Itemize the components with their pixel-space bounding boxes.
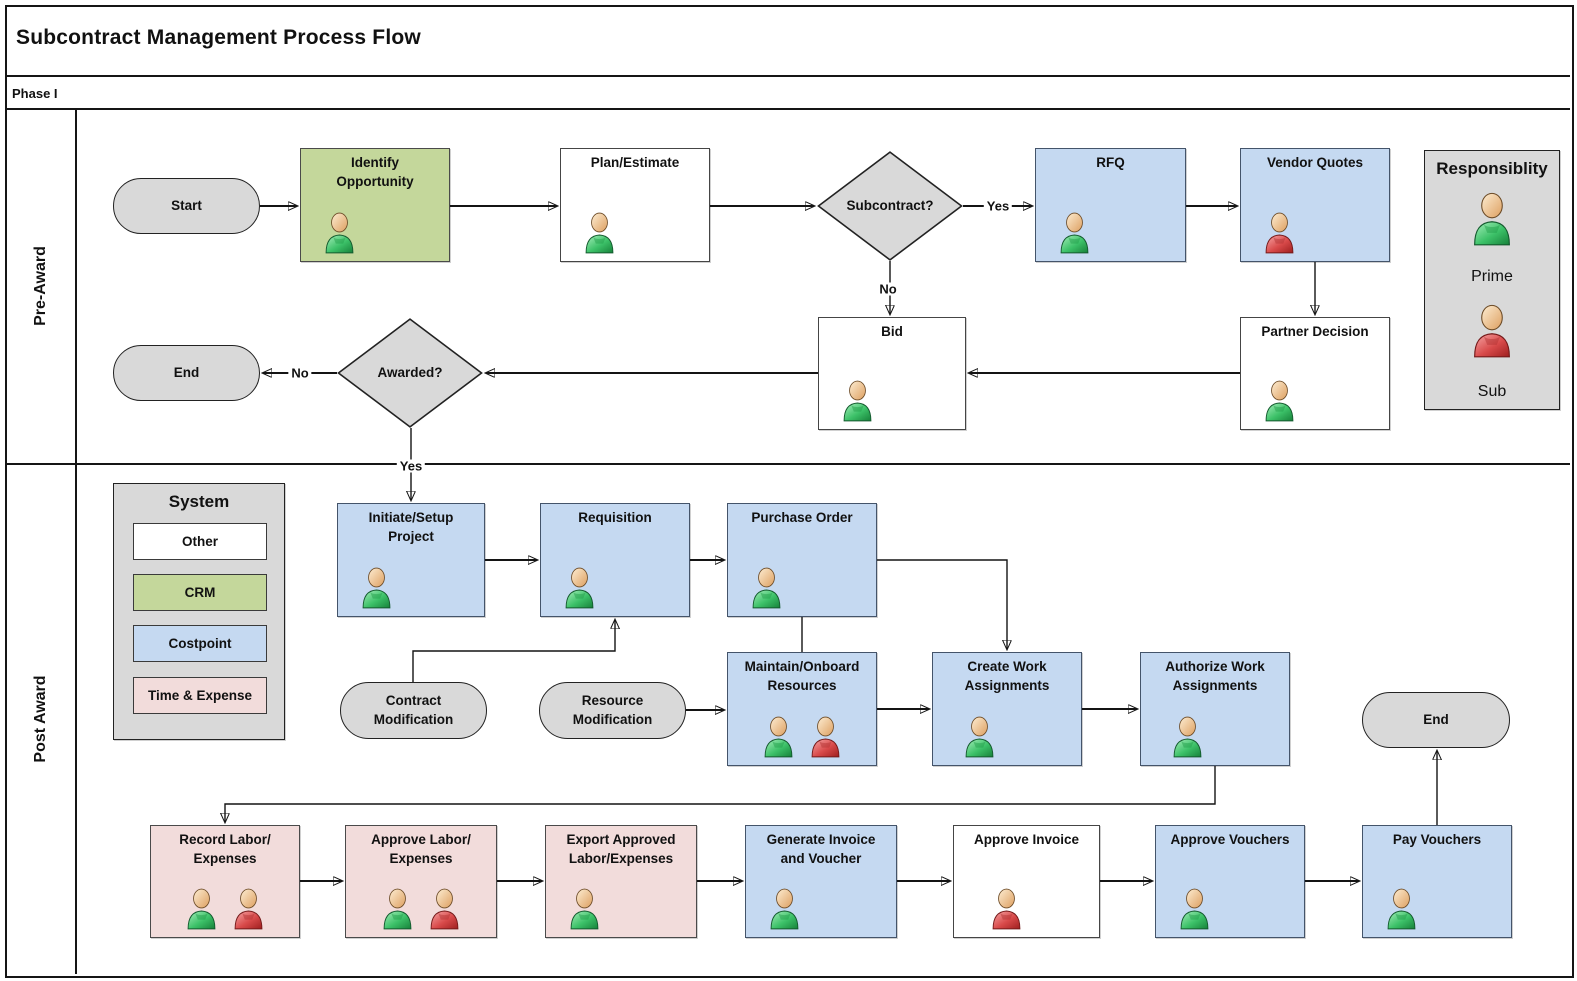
edge-label-no-awarded: No [288, 366, 312, 380]
title-divider [5, 75, 1570, 77]
edge-label-no-subcontract: No [876, 282, 900, 296]
node-record-labor-expenses: Record Labor/ Expenses [150, 825, 300, 938]
prime-person-icon [1056, 211, 1093, 254]
responsibility-legend: Responsiblity Prime Sub [1424, 150, 1560, 410]
node-label: Approve Invoice [973, 832, 1080, 847]
node-partner-decision: Partner Decision [1240, 317, 1390, 430]
edge-label-yes-subcontract: Yes [983, 199, 1013, 213]
node-create-work-assignments: Create Work Assignments [932, 652, 1082, 766]
node-label: Plan/Estimate [590, 155, 680, 170]
prime-person-icon [961, 715, 998, 758]
prime-person-icon [1383, 887, 1420, 930]
node-label: Vendor Quotes [1266, 155, 1364, 170]
diagram-title: Subcontract Management Process Flow [16, 26, 421, 49]
node-label: Approve Labor/ Expenses [371, 832, 471, 866]
sub-person-icon [807, 715, 844, 758]
legend-title: System [168, 492, 230, 511]
phase-divider [5, 108, 1570, 110]
node-rfq: RFQ [1035, 148, 1186, 262]
node-bid: Bid [818, 317, 966, 430]
node-label: Record Labor/ Expenses [179, 832, 271, 866]
node-label: Awarded? [377, 365, 443, 381]
legend-item-other: Other [133, 523, 267, 560]
phase-label: Phase I [12, 86, 58, 101]
prime-person-icon [1468, 191, 1516, 246]
prime-person-icon [358, 566, 395, 609]
prime-person-icon [1176, 887, 1213, 930]
node-purchase-order: Purchase Order [727, 503, 877, 617]
node-authorize-work-assignments: Authorize Work Assignments [1140, 652, 1290, 766]
prime-person-icon [839, 379, 876, 422]
node-label: RFQ [1096, 155, 1125, 170]
sub-person-icon [230, 887, 267, 930]
node-requisition: Requisition [540, 503, 690, 617]
node-approve-vouchers: Approve Vouchers [1155, 825, 1305, 938]
sub-person-icon [1468, 303, 1516, 358]
node-end-post-award: End [1362, 692, 1510, 748]
outer-frame [5, 5, 1574, 978]
node-subcontract-decision: Subcontract? [817, 151, 963, 261]
prime-person-icon [748, 566, 785, 609]
legend-item-time-expense: Time & Expense [133, 677, 267, 714]
node-label: Export Approved Labor/Expenses [566, 832, 676, 866]
prime-person-icon [1169, 715, 1206, 758]
node-label: Pay Vouchers [1392, 832, 1482, 847]
lane-label-post-award: Post Award [32, 675, 49, 763]
node-label: Purchase Order [751, 510, 853, 525]
prime-person-icon [561, 566, 598, 609]
node-label: Create Work Assignments [964, 659, 1050, 693]
node-resource-modification: Resource Modification [539, 682, 686, 739]
node-label: Initiate/Setup Project [368, 510, 454, 544]
lane-divider [5, 463, 1570, 465]
node-label: Approve Vouchers [1170, 832, 1290, 847]
legend-item-crm: CRM [133, 574, 267, 611]
node-label: Maintain/Onboard Resources [744, 659, 860, 693]
legend-item-prime: Prime [1471, 268, 1513, 285]
node-label: Contract Modification [373, 692, 454, 727]
sub-person-icon [1261, 211, 1298, 254]
legend-title: Responsiblity [1436, 159, 1548, 178]
node-generate-invoice-and-voucher: Generate Invoice and Voucher [745, 825, 897, 938]
node-pay-vouchers: Pay Vouchers [1362, 825, 1512, 938]
sub-person-icon [988, 887, 1025, 930]
node-end-pre-award: End [113, 345, 260, 401]
prime-person-icon [766, 887, 803, 930]
node-label: Generate Invoice and Voucher [766, 832, 876, 866]
node-approve-labor-expenses: Approve Labor/ Expenses [345, 825, 497, 938]
node-label: Identify Opportunity [336, 155, 414, 189]
prime-person-icon [1261, 379, 1298, 422]
node-label: Resource Modification [572, 692, 653, 727]
node-export-approved-labor-expenses: Export Approved Labor/Expenses [545, 825, 697, 938]
node-initiate-setup-project: Initiate/Setup Project [337, 503, 485, 617]
system-legend: System Other CRM Costpoint Time & Expens… [113, 483, 285, 740]
node-plan-estimate: Plan/Estimate [560, 148, 710, 262]
prime-person-icon [183, 887, 220, 930]
prime-person-icon [566, 887, 603, 930]
node-label: Partner Decision [1261, 324, 1369, 339]
prime-person-icon [321, 211, 358, 254]
prime-person-icon [581, 211, 618, 254]
lane-label-column-divider [75, 108, 77, 974]
node-label: End [173, 364, 200, 380]
prime-person-icon [760, 715, 797, 758]
edge-label-yes-awarded: Yes [396, 459, 426, 473]
lane-label-pre-award: Pre-Award [32, 246, 49, 326]
node-label: Authorize Work Assignments [1165, 659, 1265, 693]
node-maintain-onboard-resources: Maintain/Onboard Resources [727, 652, 877, 766]
prime-person-icon [379, 887, 416, 930]
node-contract-modification: Contract Modification [340, 682, 487, 739]
node-label: End [1423, 711, 1449, 727]
node-vendor-quotes: Vendor Quotes [1240, 148, 1390, 262]
legend-item-sub: Sub [1477, 383, 1507, 400]
legend-item-costpoint: Costpoint [133, 625, 267, 662]
node-label: Subcontract? [846, 198, 934, 214]
node-label: Bid [881, 324, 903, 339]
node-identify-opportunity: Identify Opportunity [300, 148, 450, 262]
node-start: Start [113, 178, 260, 234]
node-awarded-decision: Awarded? [337, 318, 483, 428]
node-label: Start [171, 197, 202, 213]
node-approve-invoice: Approve Invoice [953, 825, 1100, 938]
node-label: Requisition [578, 510, 652, 525]
sub-person-icon [426, 887, 463, 930]
